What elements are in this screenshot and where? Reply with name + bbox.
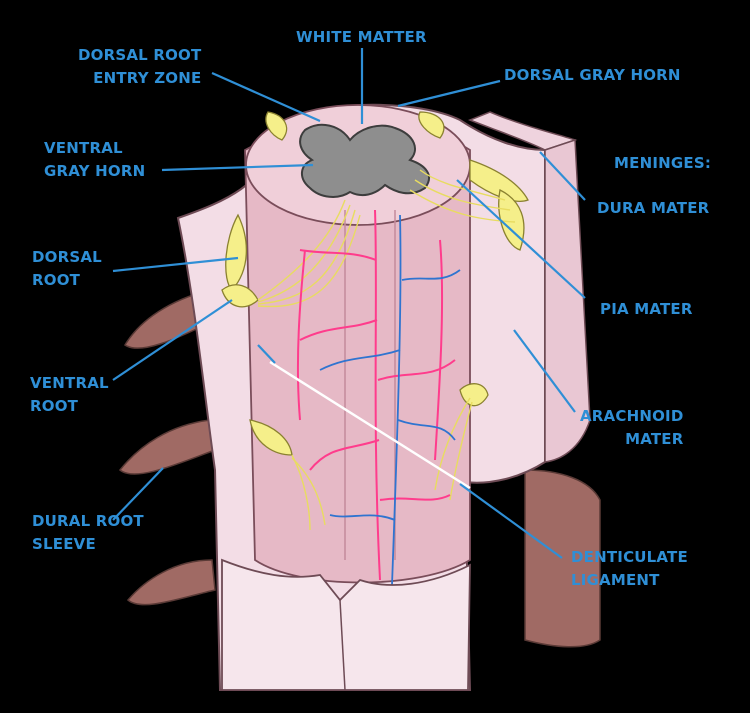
veins: [319, 214, 461, 586]
label-dural-root-sleeve: DURAL ROOT SLEEVE: [32, 512, 144, 553]
lower-dura-folds: [221, 558, 471, 691]
label-dura-mater: DURA MATER: [597, 199, 710, 217]
dural-root-sleeves: [118, 289, 601, 648]
nerve-rootlets: [257, 169, 516, 531]
label-dorsal-gray-horn: DORSAL GRAY HORN: [504, 66, 681, 84]
label-ventral-root: VENTRAL ROOT: [30, 374, 109, 415]
label-pia-mater: PIA MATER: [600, 300, 693, 318]
leader-lines: [112, 48, 586, 559]
gray-matter-shape: [299, 123, 430, 198]
denticulate-ligament-line: [269, 360, 471, 490]
arteries: [296, 209, 456, 581]
label-denticulate-ligament: DENTICULATE LIGAMENT: [571, 548, 688, 589]
label-meninges: MENINGES:: [614, 154, 712, 172]
lower-dura-seam: [339, 599, 346, 691]
label-dorsal-root: DORSAL ROOT: [32, 248, 102, 289]
label-arachnoid-mater: ARACHNOID MATER: [580, 407, 684, 448]
label-white-matter: WHITE MATTER: [296, 28, 427, 46]
label-dorsal-root-entry-zone: DORSAL ROOT ENTRY ZONE: [78, 46, 202, 87]
label-ventral-gray-horn: VENTRAL GRAY HORN: [44, 139, 146, 180]
